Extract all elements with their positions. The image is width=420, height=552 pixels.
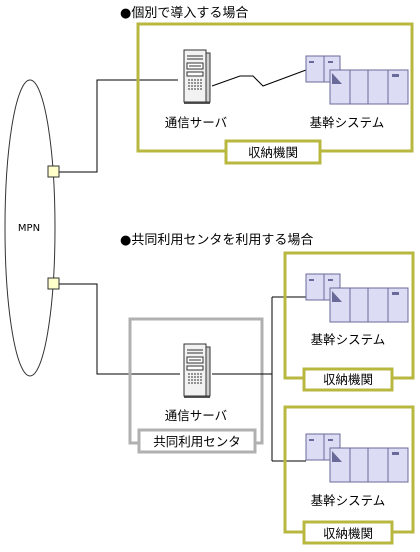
center-tag <box>137 428 257 454</box>
server-label-2: 通信サーバ <box>165 408 227 423</box>
system-label-2: 基幹システム <box>311 332 386 347</box>
link-server-to-system-1 <box>211 69 307 87</box>
branch-links <box>212 296 306 462</box>
org-label-1: 収納機関 <box>248 145 298 160</box>
mpn-connector-2 <box>47 277 60 290</box>
server-label-1: 通信サーバ <box>165 115 227 130</box>
org-label-2: 収納機関 <box>323 372 373 387</box>
server-icon <box>183 343 211 399</box>
section-heading-direct: ●個別で導入する場合 <box>120 6 248 21</box>
mpn-network <box>4 79 56 377</box>
link-mpn-to-server-1 <box>54 79 178 173</box>
org-label-3: 収納機関 <box>323 526 373 541</box>
org-tag-2 <box>302 367 394 392</box>
mainframe-icon <box>305 55 409 105</box>
org-tag-1 <box>224 139 322 165</box>
section-heading-shared: ●共同利用センタを利用する場合 <box>120 233 313 248</box>
link-mpn-to-server-2 <box>54 283 180 375</box>
mpn-connector-1 <box>47 165 60 178</box>
server-icon <box>183 49 211 105</box>
center-label: 共同利用センタ <box>153 434 241 449</box>
mpn-label: MPN <box>18 223 40 234</box>
system-label-3: 基幹システム <box>311 493 386 508</box>
system-label-1: 基幹システム <box>310 115 385 130</box>
org-tag-3 <box>302 520 394 545</box>
mainframe-icon <box>305 433 409 483</box>
mainframe-icon <box>305 273 409 323</box>
